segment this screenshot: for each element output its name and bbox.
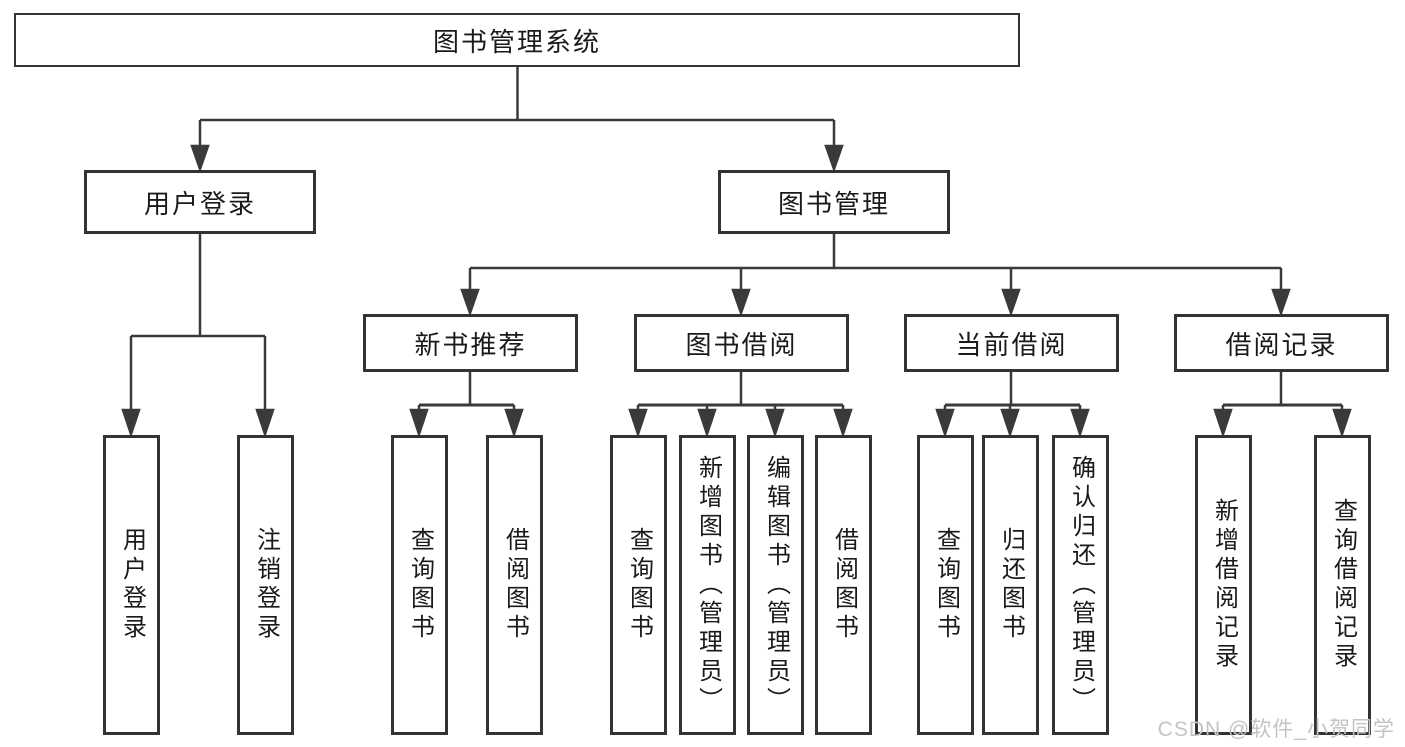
leaf-borrow-books-borrowing: 借阅图书 bbox=[815, 435, 872, 735]
connector-book-management-to-level2 bbox=[460, 234, 1291, 317]
leaf-query-books-current: 查询图书 bbox=[917, 435, 974, 735]
node-book-borrowing: 图书借阅 bbox=[634, 314, 849, 372]
csdn-watermark: CSDN @软件_小贺同学 bbox=[1157, 718, 1395, 741]
leaf-user-login: 用户登录 bbox=[103, 435, 160, 735]
leaf-query-books-recommend: 查询图书 bbox=[391, 435, 448, 735]
leaf-confirm-return-admin: 确认归还（管理员） bbox=[1052, 435, 1109, 735]
connector-borrowing-records-to-leaves bbox=[1213, 372, 1352, 438]
node-book-management: 图书管理 bbox=[718, 170, 950, 234]
node-root: 图书管理系统 bbox=[14, 13, 1020, 67]
leaf-logout: 注销登录 bbox=[237, 435, 294, 735]
leaf-query-borrow-record: 查询借阅记录 bbox=[1314, 435, 1371, 735]
leaf-add-borrow-record: 新增借阅记录 bbox=[1195, 435, 1252, 735]
leaf-add-book-admin: 新增图书（管理员） bbox=[679, 435, 736, 735]
connector-root-to-level1 bbox=[190, 67, 844, 173]
node-user-login: 用户登录 bbox=[84, 170, 316, 234]
node-current-borrowing: 当前借阅 bbox=[904, 314, 1119, 372]
node-new-book-recommend: 新书推荐 bbox=[363, 314, 578, 372]
connector-current-borrowing-to-leaves bbox=[935, 372, 1090, 438]
connector-new-book-recommend-to-leaves bbox=[409, 372, 524, 438]
leaf-borrow-books-recommend: 借阅图书 bbox=[486, 435, 543, 735]
leaf-edit-book-admin: 编辑图书（管理员） bbox=[747, 435, 804, 735]
connector-user-login-to-leaves bbox=[121, 234, 275, 438]
leaf-return-books: 归还图书 bbox=[982, 435, 1039, 735]
leaf-query-books-borrowing: 查询图书 bbox=[610, 435, 667, 735]
node-borrowing-records: 借阅记录 bbox=[1174, 314, 1389, 372]
connector-book-borrowing-to-leaves bbox=[628, 372, 853, 438]
